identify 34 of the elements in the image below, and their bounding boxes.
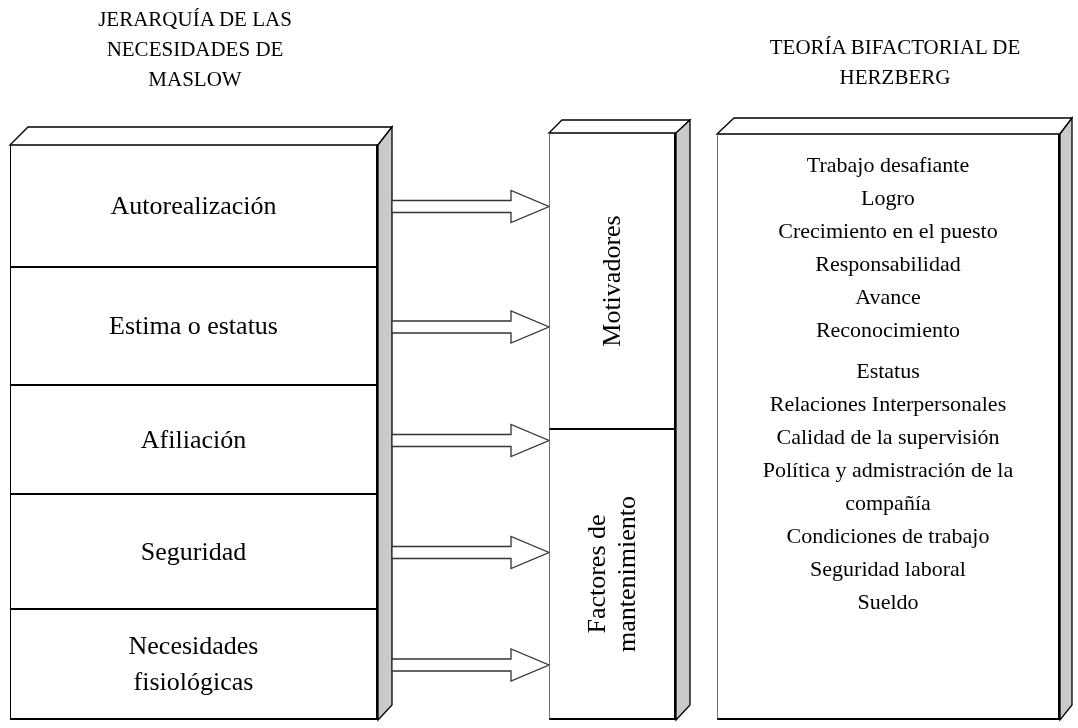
factor-item: Sueldo (857, 588, 919, 616)
factor-item: Avance (855, 283, 921, 311)
factor-item: Estatus (856, 357, 920, 385)
factor-item: Crecimiento en el puesto (778, 217, 998, 245)
column-heading: JERARQUÍA DE LAS NECESIDADES DE MASLOW (97, 6, 293, 93)
factor-item: Trabajo desafiante (806, 151, 970, 179)
factor-item: Reconocimiento (815, 316, 961, 344)
level-label: Necesidades fisiológicas (127, 630, 260, 698)
hierarchy-level-box (10, 268, 378, 386)
factor-item: Relaciones Interpersonales (769, 390, 1007, 418)
hollow-arrow (391, 648, 551, 682)
factor-item: Política y admistración de la compañía (761, 456, 1015, 517)
vertical-label: Factores de mantenimiento (582, 495, 642, 654)
hierarchy-level-box (10, 145, 378, 268)
level-label: Estima o estatus (109, 310, 278, 342)
hierarchy-level-box (10, 386, 378, 495)
factor-item: Seguridad laboral (810, 555, 966, 583)
level-label: Afiliación (140, 423, 247, 456)
hollow-arrow (391, 189, 551, 224)
hollow-arrow (391, 310, 551, 344)
factor-group-box (549, 430, 676, 720)
factor-item: Calidad de la supervisión (776, 423, 1000, 451)
hierarchy-level-box (10, 495, 378, 610)
vertical-label: Motivadores (597, 213, 627, 349)
factor-item: Condiciones de trabajo (786, 522, 990, 550)
hierarchy-level-box (10, 610, 378, 720)
factor-item: Logro (861, 184, 915, 212)
factor-item: Responsabilidad (815, 250, 961, 278)
factor-group-box (549, 133, 676, 430)
hollow-arrow (391, 423, 551, 458)
column-heading: TEORÍA BIFACTORIAL DE HERZBERG (768, 34, 1022, 91)
level-label: Seguridad (140, 535, 247, 568)
level-label: Autorealización (110, 189, 277, 222)
hollow-arrow (391, 535, 551, 570)
